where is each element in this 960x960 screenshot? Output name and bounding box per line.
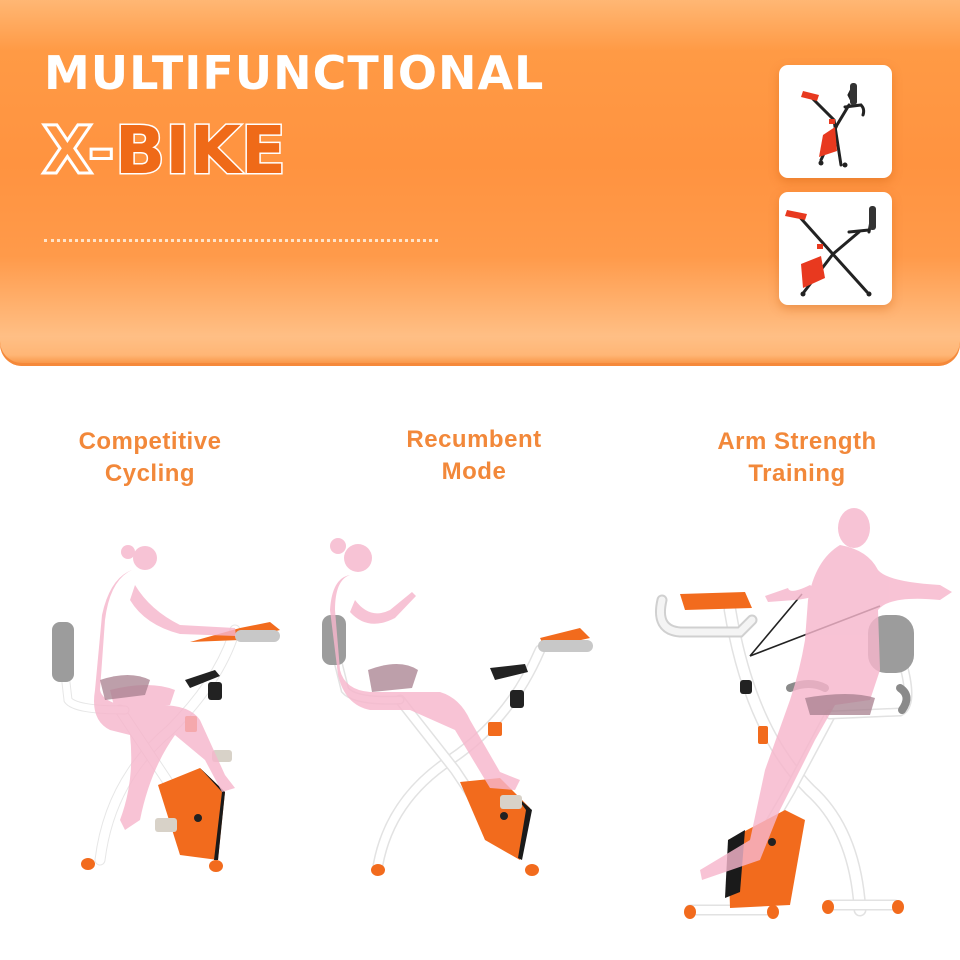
mode-label-arm-strength-training: Arm Strength Training bbox=[667, 426, 927, 490]
recumbent-cycling-illustration bbox=[300, 520, 620, 890]
mode-label-competitive-cycling: Competitive Cycling bbox=[20, 426, 280, 490]
unfolded-bike-icon bbox=[785, 206, 876, 297]
thumbnail-unfolded-bike bbox=[779, 192, 892, 305]
headline-x-prefix: X- bbox=[41, 112, 117, 189]
mode-label-line-2: Cycling bbox=[104, 460, 196, 487]
arm-band-training-illustration bbox=[640, 500, 960, 940]
mode-label-line-1: Competitive bbox=[78, 428, 222, 455]
folded-bike-icon bbox=[801, 83, 866, 168]
mode-label-line-1: Recumbent bbox=[406, 426, 542, 453]
dotted-divider bbox=[44, 239, 438, 242]
headline-x-bike: X-BIKE bbox=[41, 116, 288, 185]
thumbnail-folded-bike bbox=[779, 65, 892, 178]
headline-multifunctional: MULTIFUNCTIONAL bbox=[44, 46, 545, 100]
mode-label-line-2: Training bbox=[748, 460, 846, 487]
upright-cycling-illustration bbox=[40, 530, 300, 890]
hero-banner: MULTIFUNCTIONAL X-BIKE bbox=[0, 0, 960, 366]
headline-bike: BIKE bbox=[113, 112, 287, 189]
mode-label-line-1: Arm Strength bbox=[717, 428, 877, 455]
mode-label-line-2: Mode bbox=[441, 458, 507, 485]
mode-label-recumbent-mode: Recumbent Mode bbox=[344, 424, 604, 488]
